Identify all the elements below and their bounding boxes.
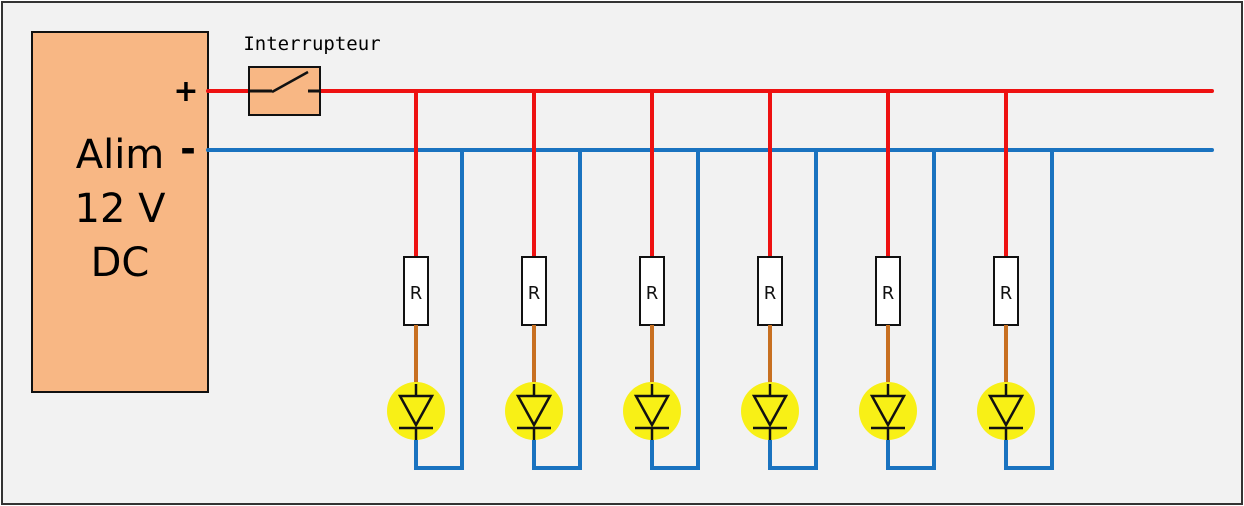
supply-label-line-3: DC: [91, 240, 150, 286]
resistor-label: R: [646, 283, 659, 304]
switch-label: Interrupteur: [243, 33, 380, 55]
branch-return-wire: [768, 150, 818, 470]
resistor: [757, 256, 783, 326]
resistor-label: R: [882, 283, 895, 304]
branch-return-wire: [886, 150, 936, 470]
branch-return-wire: [1004, 150, 1054, 470]
resistor: [403, 256, 429, 326]
led-triangle: [751, 394, 789, 428]
led-branch: R: [387, 91, 464, 470]
branch-return-wire: [650, 150, 700, 470]
branch-return-wire: [532, 150, 582, 470]
supply-rails: [206, 89, 1214, 152]
led-triangle: [633, 394, 671, 428]
branch-return-wire: [414, 150, 464, 470]
led-branch: R: [859, 91, 936, 470]
supply-label-line-2: 12 V: [75, 186, 167, 232]
resistor-label: R: [528, 283, 541, 304]
switch-lever: [271, 70, 309, 94]
led-branch: R: [505, 91, 582, 470]
plus-terminal-symbol: +: [173, 74, 198, 109]
power-supply-box: [31, 31, 209, 393]
led-branch: R: [977, 91, 1054, 470]
resistor: [639, 256, 665, 326]
led-triangle: [869, 394, 907, 428]
led-triangle: [987, 394, 1025, 428]
resistor-label: R: [764, 283, 777, 304]
resistor: [993, 256, 1019, 326]
resistor: [521, 256, 547, 326]
power-supply: Alim 12 V DC + -: [31, 31, 209, 393]
supply-label-line-1: Alim: [76, 132, 165, 178]
led-branch: R: [623, 91, 700, 470]
resistor-label: R: [1000, 283, 1013, 304]
minus-terminal-symbol: -: [180, 127, 196, 171]
resistor: [875, 256, 901, 326]
led-branch: R: [741, 91, 818, 470]
resistor-label: R: [410, 283, 423, 304]
led-triangle: [397, 394, 435, 428]
switch: Interrupteur: [243, 33, 381, 116]
led-triangle: [515, 394, 553, 428]
